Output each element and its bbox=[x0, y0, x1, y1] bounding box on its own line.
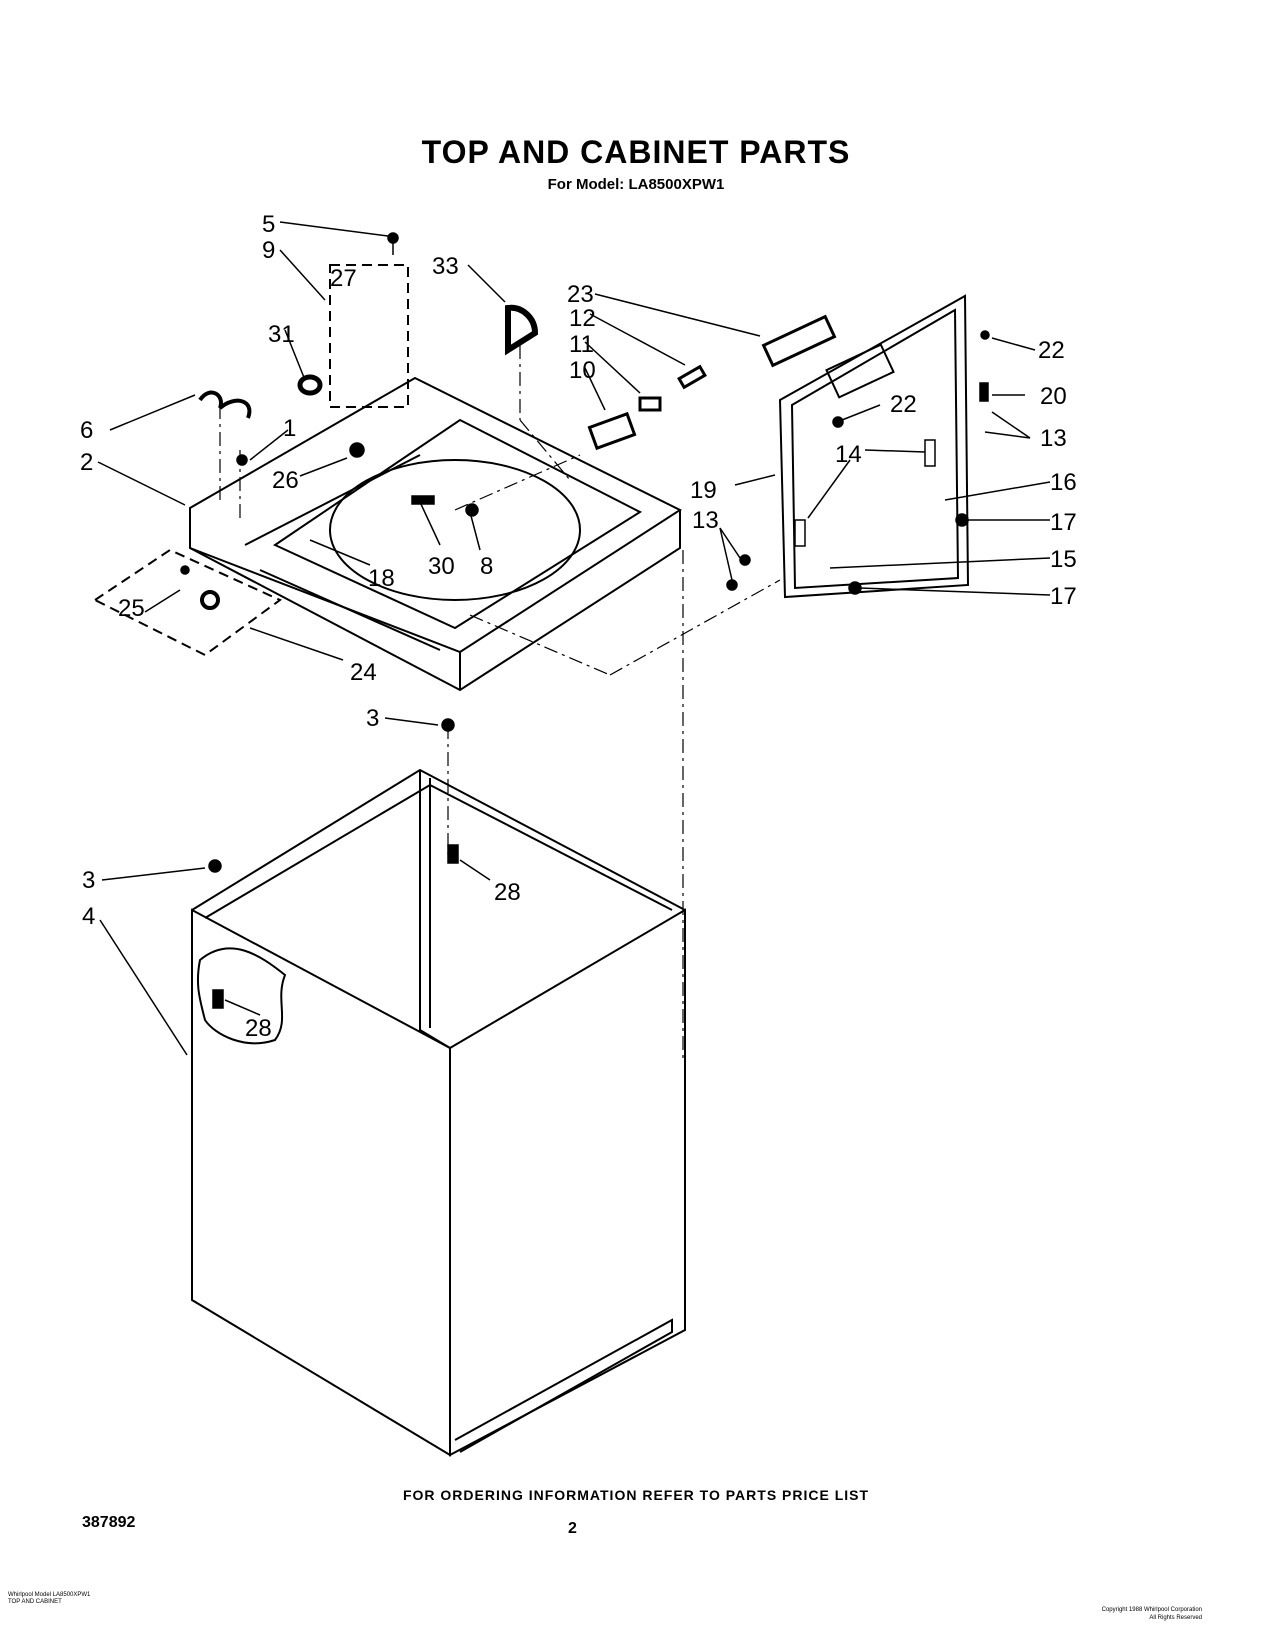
callout-4: 5 bbox=[262, 211, 275, 238]
callout-3a: 3 bbox=[366, 705, 379, 732]
callout-22b: 22 bbox=[890, 391, 917, 418]
tub-ring bbox=[329, 459, 581, 601]
rear-panel bbox=[778, 294, 970, 599]
bumper-17b bbox=[848, 581, 862, 595]
callout-9: 9 bbox=[262, 237, 275, 264]
screw-25 bbox=[180, 565, 190, 575]
callout-16: 16 bbox=[1050, 469, 1077, 496]
label-23 bbox=[761, 314, 837, 368]
bolt-28a bbox=[447, 844, 459, 864]
spring-25 bbox=[200, 590, 220, 610]
callout-6: 6 bbox=[80, 417, 93, 444]
callout-13a: 13 bbox=[1040, 425, 1067, 452]
callout-30: 30 bbox=[428, 553, 455, 580]
callout-1: 1 bbox=[283, 415, 296, 442]
clip-31 bbox=[297, 374, 323, 396]
cabinet-front bbox=[191, 908, 451, 1457]
screw-13b bbox=[726, 579, 738, 591]
page-number: 2 bbox=[568, 1520, 577, 1537]
hinge-14a bbox=[924, 439, 936, 467]
callout-13b: 13 bbox=[692, 507, 719, 534]
bumper-17a bbox=[955, 513, 969, 527]
callout-33: 33 bbox=[432, 253, 459, 280]
callout-23: 23 bbox=[567, 281, 594, 308]
plug-26 bbox=[349, 442, 365, 458]
callout-26: 26 bbox=[272, 467, 299, 494]
cabinet-top-frame bbox=[191, 768, 686, 911]
callout-22a: 22 bbox=[1038, 337, 1065, 364]
bolt-28b bbox=[212, 989, 224, 1009]
switch-10 bbox=[587, 411, 637, 451]
hinge-14b bbox=[794, 519, 806, 547]
callout-5: 4 bbox=[82, 903, 95, 930]
model-subtitle: For Model: LA8500XPW1 bbox=[547, 176, 725, 193]
callout-8: 8 bbox=[480, 553, 493, 580]
spring-12 bbox=[677, 364, 707, 390]
ordering-note: FOR ORDERING INFORMATION REFER TO PARTS … bbox=[402, 1487, 870, 1503]
screw-3a bbox=[441, 718, 455, 732]
washer-1 bbox=[236, 454, 248, 466]
callout-28b: 28 bbox=[245, 1015, 272, 1042]
callout-28a: 28 bbox=[494, 879, 521, 906]
latch-20 bbox=[979, 382, 989, 402]
callout-2: 2 bbox=[80, 449, 93, 476]
cabinet-bottom-lip bbox=[454, 1318, 673, 1453]
callout-11: 11 bbox=[569, 331, 594, 358]
callout-14: 14 bbox=[835, 441, 862, 468]
callout-19: 19 bbox=[690, 477, 717, 504]
fine-print-left: Whirlpool Model LA8500XPW1 TOP AND CABIN… bbox=[8, 1592, 91, 1605]
bumper-30 bbox=[411, 495, 435, 505]
callout-27: 27 bbox=[330, 265, 357, 292]
callout-24: 24 bbox=[350, 659, 377, 686]
pad-22a bbox=[980, 330, 990, 340]
washer-top-outline bbox=[189, 376, 683, 654]
document-number: 387892 bbox=[82, 1514, 136, 1531]
callout-17b: 17 bbox=[1050, 583, 1077, 610]
page-title: TOP AND CABINET PARTS bbox=[421, 134, 851, 170]
callout-10: 10 bbox=[569, 357, 596, 384]
actuator-11 bbox=[638, 396, 662, 412]
callout-12: 12 bbox=[569, 305, 596, 332]
tub-opening bbox=[272, 418, 643, 630]
cutaway-detail bbox=[196, 947, 287, 1045]
callout-31: 31 bbox=[268, 321, 295, 348]
callout-3b: 3 bbox=[82, 867, 95, 894]
cabinet-side bbox=[449, 908, 686, 1457]
callout-15: 15 bbox=[1050, 546, 1077, 573]
pad-22b bbox=[832, 416, 844, 428]
copyright-notice: Copyright 1988 Whirlpool Corporation All… bbox=[1101, 1607, 1202, 1621]
clip-33 bbox=[505, 304, 539, 356]
screw-4 bbox=[387, 232, 399, 244]
fastener-8 bbox=[465, 503, 479, 517]
callout-18: 18 bbox=[368, 565, 395, 592]
washer-top-front-edge bbox=[189, 510, 681, 692]
callout-17a: 17 bbox=[1050, 509, 1077, 536]
screw-3b bbox=[208, 859, 222, 873]
hinge-6 bbox=[198, 390, 252, 419]
callout-25: 25 bbox=[118, 595, 145, 622]
callout-20: 20 bbox=[1040, 383, 1067, 410]
screw-13a bbox=[739, 554, 751, 566]
